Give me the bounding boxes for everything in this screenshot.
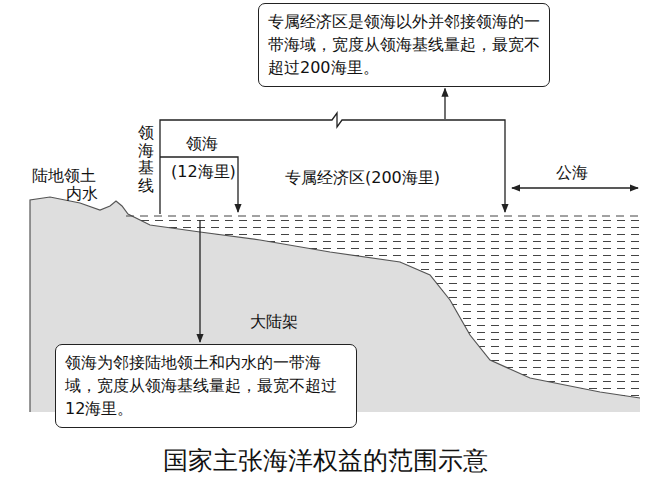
callout-box: 专属经济区是领海以外并邻接领海的一带海域，宽度从领海基线量起，最宽不超过200海… (258, 3, 550, 87)
leader-arrow (199, 220, 200, 342)
zone-label: 领海 (186, 134, 218, 153)
sea-surface (126, 216, 640, 217)
land-label: 陆地领土 (32, 166, 96, 185)
water-label: 内水 (66, 184, 98, 203)
figure-caption: 国家主张海洋权益的范围示意 (0, 446, 650, 476)
baseline-label: 领海基线 (138, 124, 154, 194)
zone-label: 专属经济区(200海里) (285, 168, 440, 187)
callout-text: 专属经济区是领海以外并邻接领海的一带海域，宽度从领海基线量起，最宽不超过200海… (268, 10, 540, 80)
callout-text: 领海为邻接陆地领土和内水的一带海域，宽度从领海基线量起，最宽不超过12海里。 (65, 351, 347, 421)
shelf-label: 大陆架 (250, 312, 298, 331)
zone-label: 公海 (556, 163, 588, 182)
territorial-sea-bracket (160, 157, 238, 212)
high-seas-arrow (512, 187, 638, 188)
leader-arrow (444, 89, 445, 119)
callout-box: 领海为邻接陆地领土和内水的一带海域，宽度从领海基线量起，最宽不超过12海里。 (55, 344, 357, 428)
zone-width-label: (12海里) (171, 162, 236, 181)
baseline-bracket (160, 113, 505, 214)
